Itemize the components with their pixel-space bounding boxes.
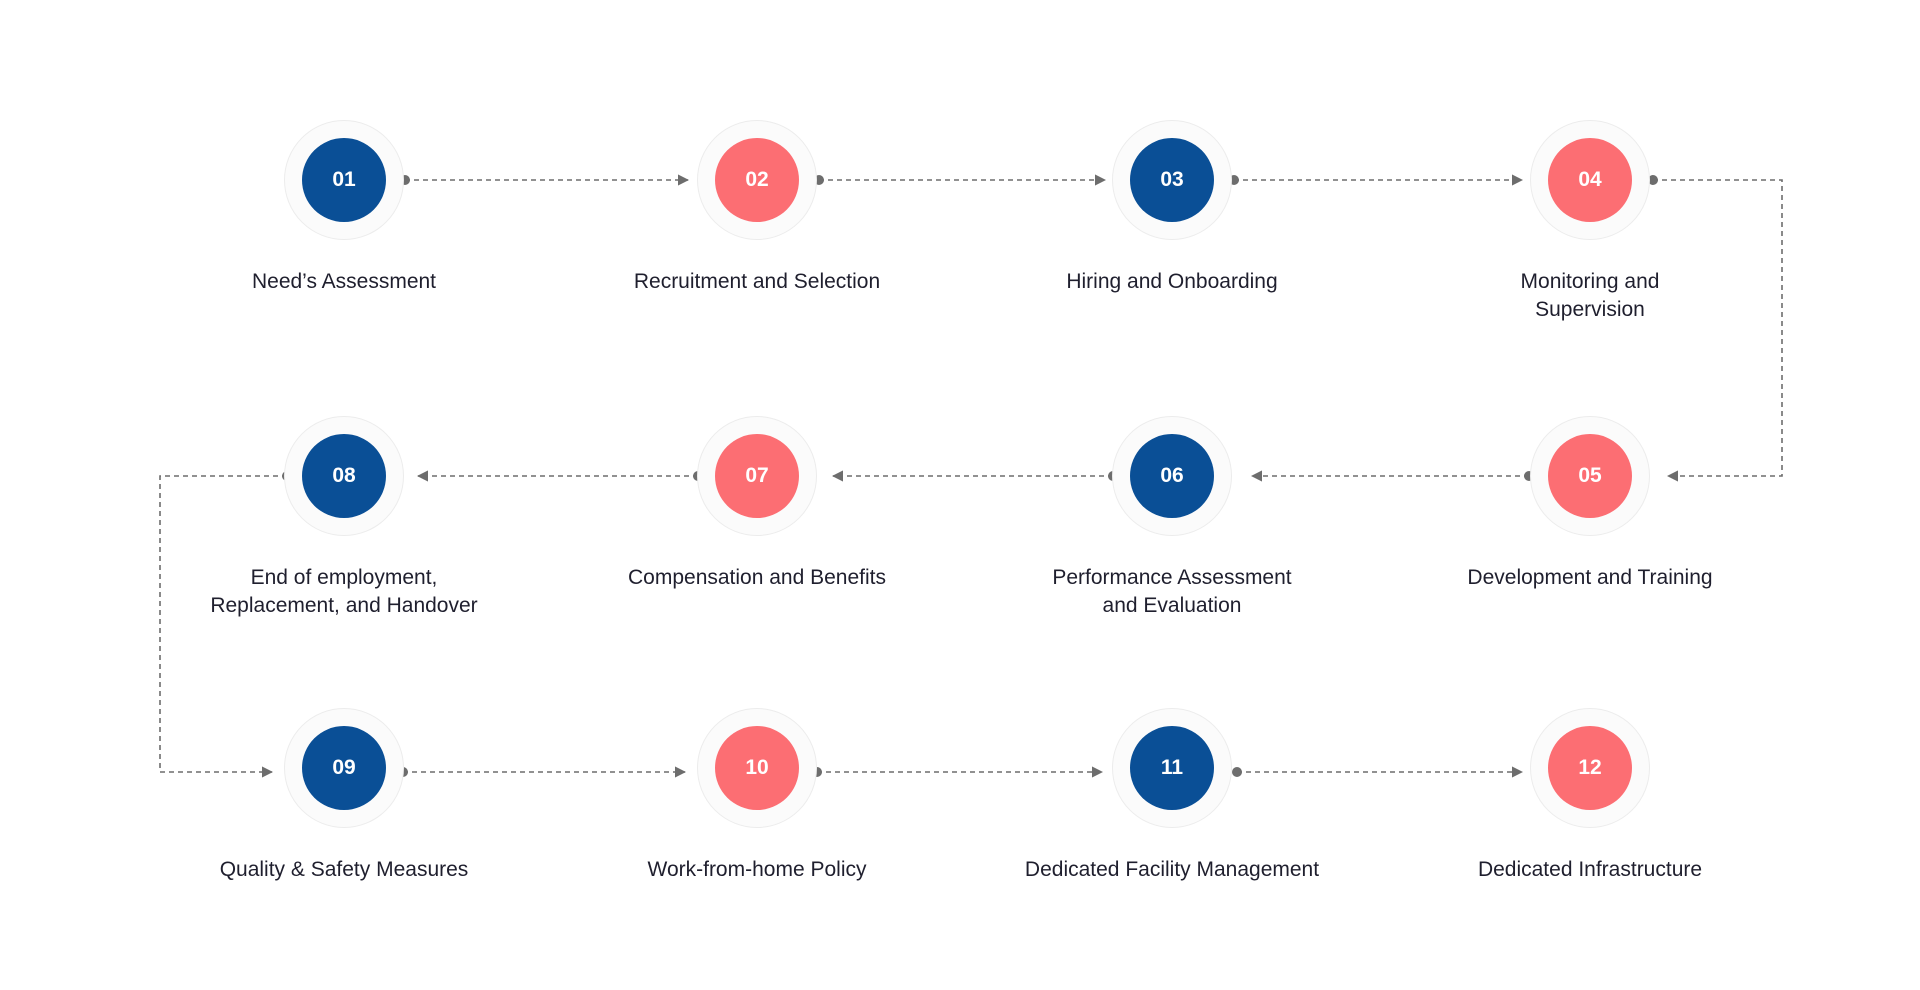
step-number-badge: 05 <box>1548 434 1632 518</box>
step-label: Monitoring and Supervision <box>1520 270 1660 321</box>
step-number-badge: 06 <box>1130 434 1214 518</box>
step-label: Quality & Safety Measures <box>219 858 469 881</box>
step-number-badge: 12 <box>1548 726 1632 810</box>
step-number-badge: 02 <box>715 138 799 222</box>
step-number-badge: 03 <box>1130 138 1214 222</box>
step-label: Need’s Assessment <box>251 270 437 293</box>
step-label: Recruitment and Selection <box>633 270 881 293</box>
step-label: Development and Training <box>1467 566 1713 589</box>
step-label: Performance Assessment and Evaluation <box>1052 566 1292 617</box>
step-label: Compensation and Benefits <box>628 566 886 589</box>
connector-08-09-line <box>159 475 287 778</box>
step-number-badge: 10 <box>715 726 799 810</box>
step-number-badge: 01 <box>302 138 386 222</box>
connector-04-05-line <box>1653 179 1783 482</box>
step-number-badge: 09 <box>302 726 386 810</box>
step-number-badge: 04 <box>1548 138 1632 222</box>
connector-11-12-dot <box>1232 767 1242 777</box>
connector-04-05-dot <box>1648 175 1658 185</box>
step-number-badge: 11 <box>1130 726 1214 810</box>
step-label: Work-from-home Policy <box>647 858 867 881</box>
step-label: Dedicated Infrastructure <box>1477 858 1703 881</box>
step-number-badge: 07 <box>715 434 799 518</box>
step-label: Hiring and Onboarding <box>1066 270 1278 293</box>
step-label: End of employment, Replacement, and Hand… <box>210 566 478 617</box>
step-number-badge: 08 <box>302 434 386 518</box>
step-label: Dedicated Facility Management <box>1024 858 1320 881</box>
